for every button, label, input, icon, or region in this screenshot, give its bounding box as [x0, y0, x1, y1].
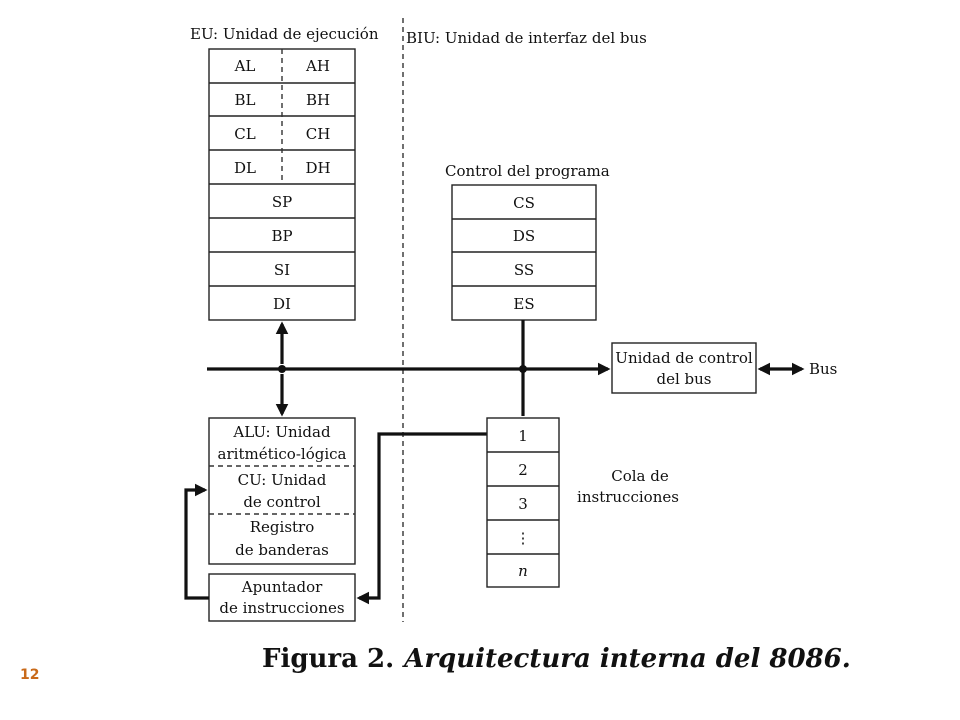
- register-bp: BP: [271, 227, 292, 245]
- flags-line1: Registro: [250, 518, 315, 536]
- register-ah: AH: [305, 57, 330, 75]
- cu-line1: CU: Unidad: [238, 471, 327, 489]
- bus-control-unit-line1: Unidad de control: [615, 349, 753, 367]
- queue-slot-1: 1: [518, 427, 528, 445]
- page-number: 12: [20, 667, 40, 683]
- queue-title-line2: instrucciones: [577, 488, 679, 506]
- queue-to-ip-arrow: [356, 432, 487, 605]
- register-bl: BL: [235, 91, 256, 109]
- queue-slot-ellipsis: ⋮: [516, 529, 531, 547]
- queue-slot-3: 3: [518, 495, 528, 513]
- segment-registers-block: [451, 184, 597, 321]
- ip-to-cu-arrow: [184, 483, 209, 600]
- register-es: ES: [513, 295, 534, 313]
- alu-line1: ALU: Unidad: [232, 423, 331, 441]
- alu-line2: aritmético-lógica: [218, 445, 347, 463]
- register-ss: SS: [514, 261, 534, 279]
- figure-caption: Figura 2.Arquitectura interna del 8086.: [262, 644, 851, 674]
- eu-title: EU: Unidad de ejecución: [190, 25, 379, 43]
- instruction-pointer-box: [208, 573, 356, 622]
- register-sp: SP: [272, 193, 292, 211]
- register-ds: DS: [513, 227, 535, 245]
- register-cl: CL: [234, 125, 255, 143]
- bus-control-unit-box: [611, 342, 757, 394]
- caption-prefix: Figura 2.: [262, 644, 394, 674]
- caption-title: Arquitectura interna del 8086.: [401, 644, 851, 674]
- instruction-pointer-line2: de instrucciones: [219, 599, 344, 617]
- flags-line2: de banderas: [235, 541, 329, 559]
- bus-label: Bus: [809, 360, 837, 378]
- queue-slot-n: n: [518, 562, 528, 580]
- register-di: DI: [273, 295, 291, 313]
- alu-cu-flags-block: [208, 417, 356, 565]
- register-ch: CH: [306, 125, 331, 143]
- register-bh: BH: [306, 91, 330, 109]
- general-registers-block: [208, 48, 356, 321]
- register-cs: CS: [513, 194, 535, 212]
- bus-junction-eu: [278, 365, 286, 373]
- register-dl: DL: [234, 159, 256, 177]
- queue-title-line1: Cola de: [611, 467, 669, 485]
- cu-line2: de control: [243, 493, 321, 511]
- register-si: SI: [274, 261, 290, 279]
- instruction-pointer-line1: Apuntador: [241, 578, 323, 596]
- register-al: AL: [234, 57, 256, 75]
- queue-slot-2: 2: [518, 461, 528, 479]
- program-control-title: Control del programa: [445, 162, 610, 180]
- instruction-queue-block: [486, 417, 560, 588]
- bus-control-unit-line2: del bus: [656, 370, 711, 388]
- register-dh: DH: [305, 159, 330, 177]
- biu-title: BIU: Unidad de interfaz del bus: [406, 29, 647, 47]
